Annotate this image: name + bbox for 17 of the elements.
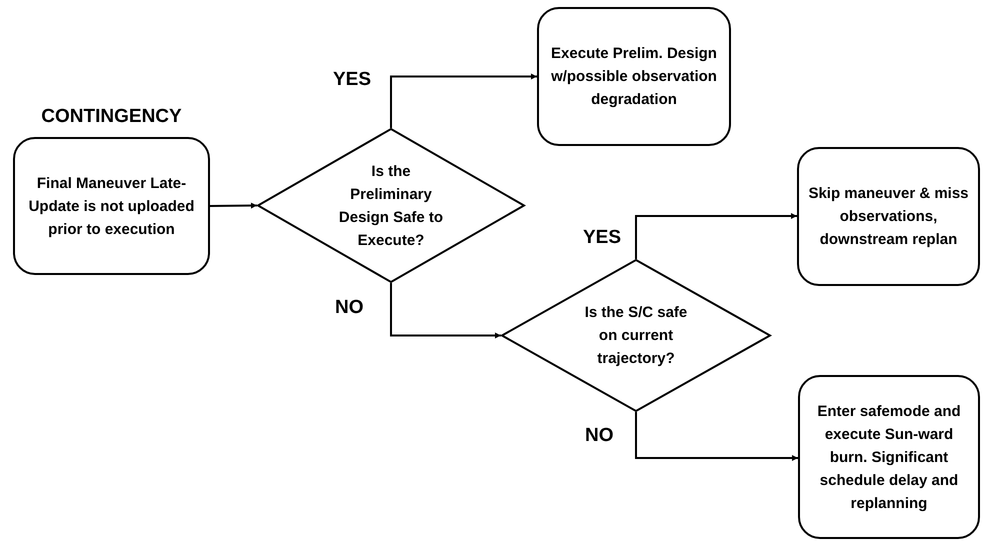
node-text: Final Maneuver Late-Update is not uploaded prior to execution	[28, 174, 196, 240]
process-box	[797, 147, 980, 286]
node-text: Is the S/C safe on current trajectory?	[584, 303, 688, 369]
decision-diamond	[257, 128, 525, 283]
process-box	[798, 375, 980, 539]
arrow	[390, 74, 537, 128]
arrow	[635, 213, 797, 259]
node-text: Enter safemode and execute Sun-ward burn. Significant schedule delay and replanning	[816, 402, 962, 514]
decision-diamond	[501, 259, 771, 412]
arrow	[390, 283, 501, 338]
node-text: Execute Prelim. Design w/possible observation degradation	[550, 44, 718, 110]
heading: CONTINGENCY	[40, 105, 183, 129]
node-text: Skip maneuver & miss observations, downstream replan	[807, 184, 970, 250]
arrow	[210, 202, 258, 209]
arrow	[635, 412, 798, 461]
node-text: Is the Preliminary Design Safe to Execute?	[338, 162, 444, 250]
process-box	[537, 7, 731, 146]
